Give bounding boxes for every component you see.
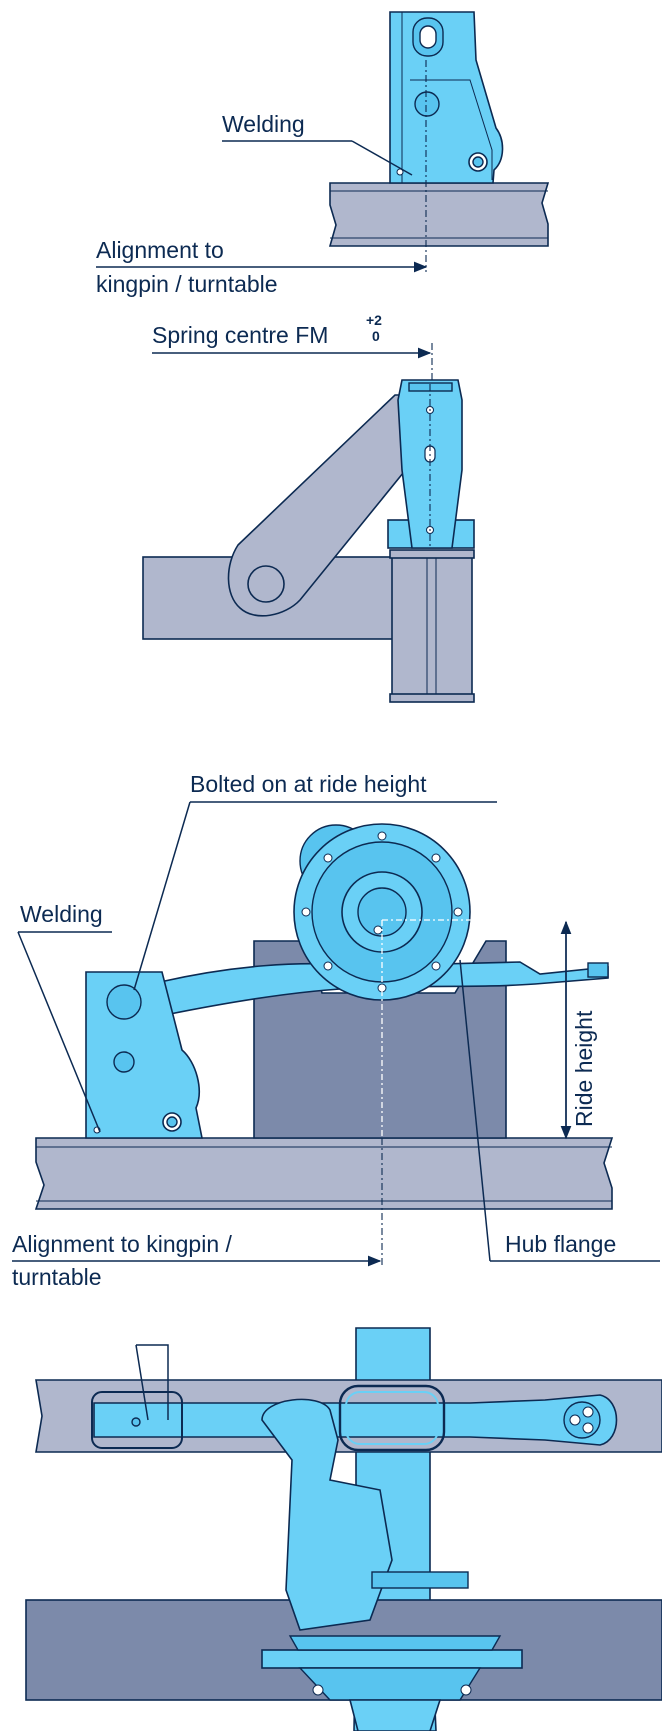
label-welding-1: Welding — [222, 111, 305, 137]
label-tolerance-upper: +2 — [366, 312, 382, 328]
panel-welded-hanger: Welding Alignment to kingpin / turntable — [96, 11, 550, 297]
panel-spring-centre: Spring centre FM +2 0 — [142, 312, 475, 703]
spring-arm — [158, 961, 609, 1015]
panel-ride-height: Ride height Bolted on at ride height Wel… — [12, 771, 660, 1290]
hanger-bracket-1 — [389, 11, 504, 184]
cross-member — [391, 554, 473, 697]
label-alignment-1-line1: Alignment to — [96, 237, 224, 263]
label-alignment-2-line1: Alignment to kingpin / — [12, 1231, 233, 1257]
label-welding-2: Welding — [20, 901, 103, 927]
label-spring-centre: Spring centre FM — [152, 322, 328, 348]
frame-beam-3 — [34, 1137, 614, 1210]
label-tolerance-lower: 0 — [372, 328, 380, 344]
label-alignment-2-line2: turntable — [12, 1264, 102, 1290]
label-hub-flange: Hub flange — [505, 1231, 616, 1257]
label-bolted-on: Bolted on at ride height — [190, 771, 427, 797]
label-alignment-1-line2: kingpin / turntable — [96, 271, 278, 297]
frame-beam-1 — [328, 182, 550, 247]
trailing-arm — [93, 1394, 618, 1446]
brake-disc — [261, 1649, 523, 1669]
diagonal-strut — [227, 394, 413, 617]
brake-chamber — [261, 1398, 393, 1631]
panel-top-view — [25, 1327, 662, 1731]
label-ride-height: Ride height — [571, 1010, 597, 1127]
